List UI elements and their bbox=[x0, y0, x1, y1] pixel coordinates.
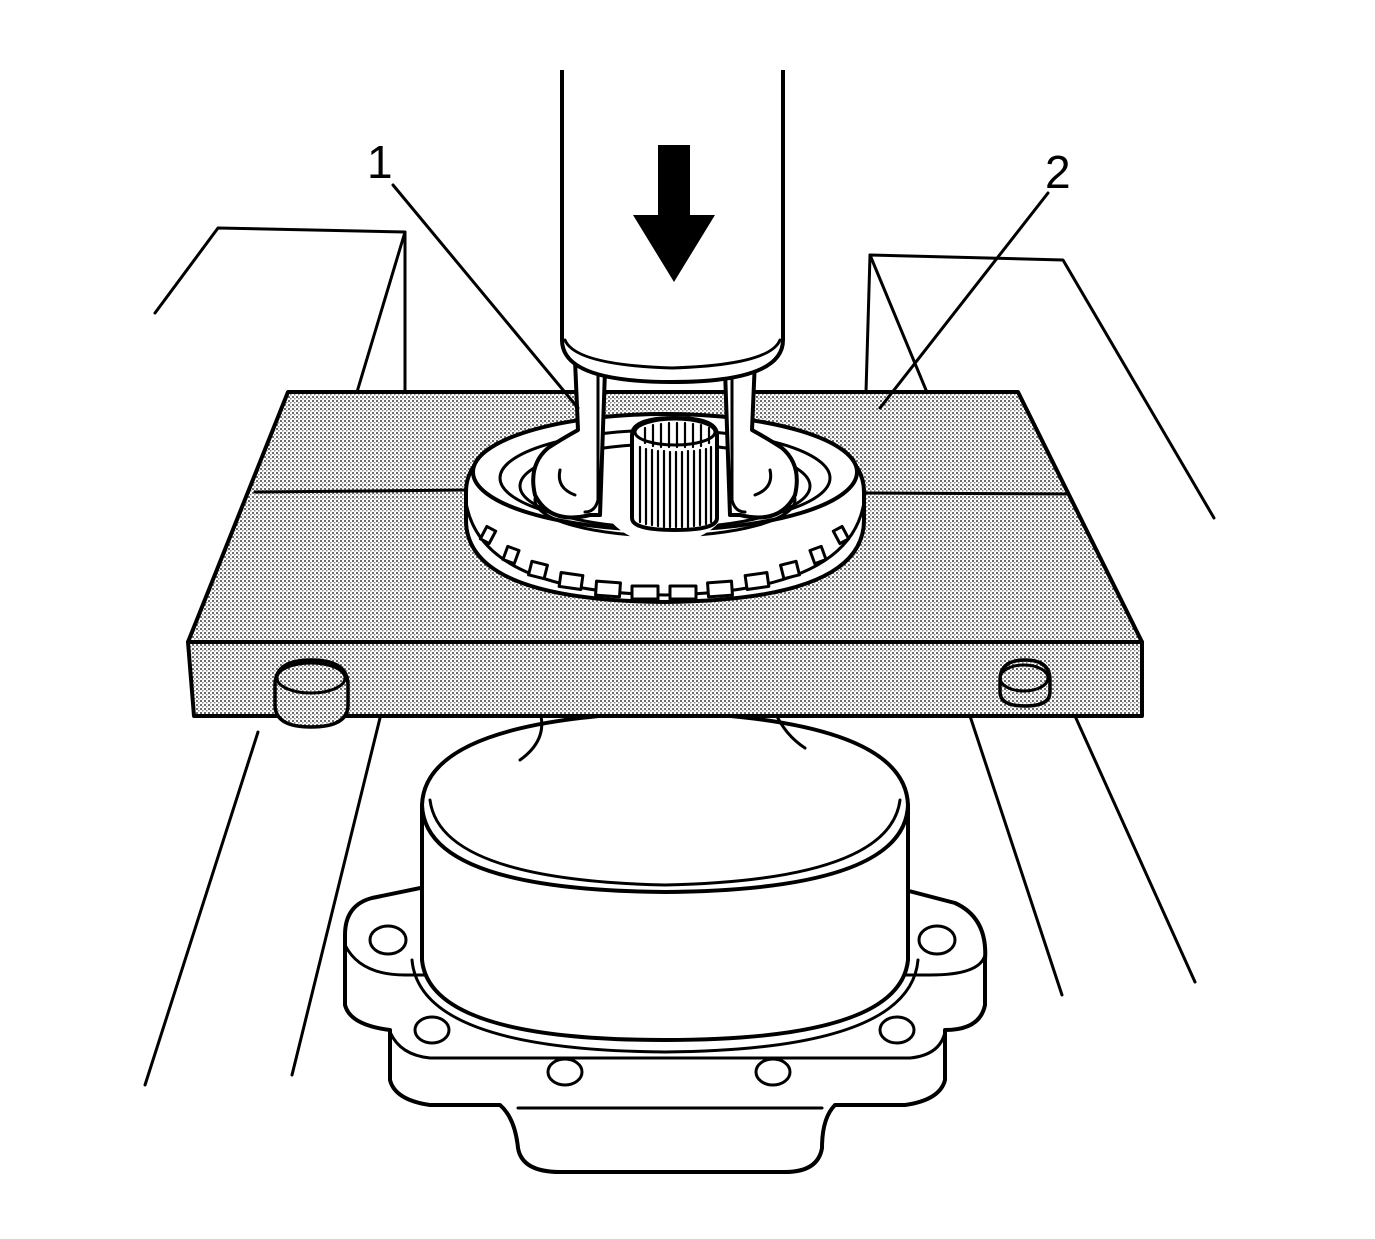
callout-2: 2 bbox=[878, 146, 1071, 410]
callout-2-label: 2 bbox=[1045, 146, 1071, 198]
press-frame bbox=[143, 226, 1216, 1087]
axle-shaft bbox=[630, 416, 719, 532]
callout-1: 1 bbox=[367, 136, 580, 410]
press-direction-arrow-icon bbox=[633, 145, 715, 282]
plate-pin-left bbox=[273, 658, 350, 729]
shaft-splines bbox=[638, 445, 713, 529]
plate-pin-right bbox=[998, 658, 1052, 708]
callout-1-label: 1 bbox=[367, 136, 393, 188]
shaft-splines-top bbox=[643, 421, 711, 449]
ring-teeth bbox=[478, 524, 851, 601]
wheel-hub bbox=[343, 710, 988, 1174]
press-plate bbox=[186, 390, 1144, 729]
